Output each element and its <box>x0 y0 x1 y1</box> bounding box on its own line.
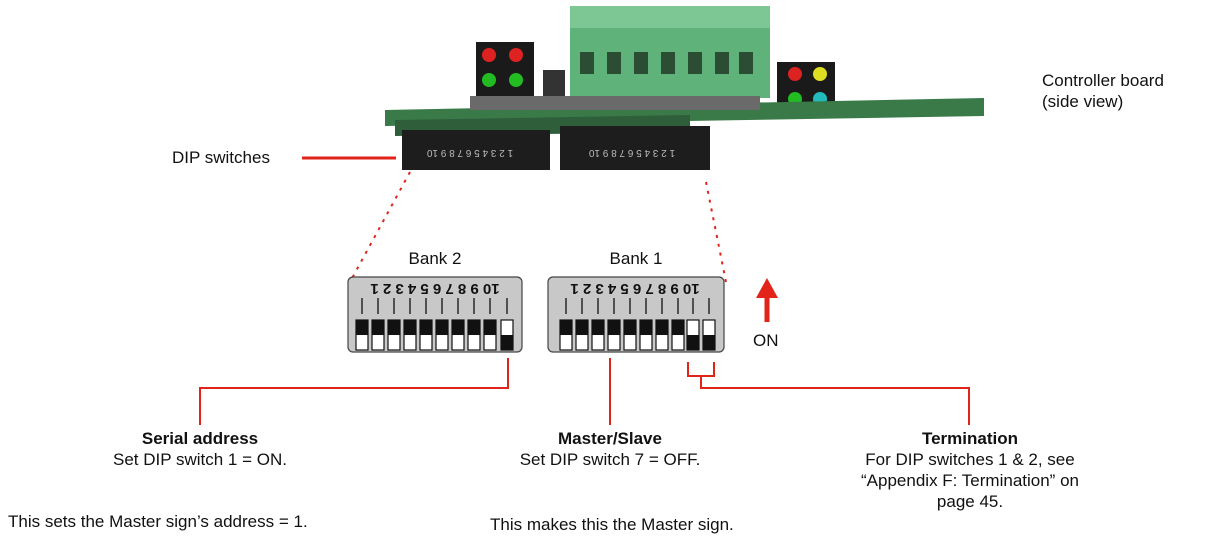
bank2-switch: 10 9 8 7 6 5 4 3 2 1 <box>347 276 523 353</box>
bank1-toggle-knob-4 <box>656 320 668 335</box>
dip-switches-label: DIP switches <box>172 148 270 167</box>
termination-title: Termination <box>921 429 1019 448</box>
zoom-line-left <box>349 171 411 283</box>
bank1-toggle-knob-6 <box>624 320 636 335</box>
bank2-toggle-knob-6 <box>420 320 432 335</box>
bank1-toggle-knob-1 <box>703 335 715 350</box>
bank2-toggle-knob-8 <box>388 320 400 335</box>
termination-line2: “Appendix F: Termination” on <box>861 471 1079 490</box>
bank1-toggle-knob-2 <box>687 335 699 350</box>
bank1-toggle-knob-5 <box>640 320 652 335</box>
master-note: This makes this the Master sign. <box>490 515 734 534</box>
zoom-line-right <box>705 181 727 283</box>
bank2-toggle-knob-3 <box>468 320 480 335</box>
bank1-digits: 10 9 8 7 6 5 4 3 2 1 <box>570 280 699 297</box>
termination-callout: Termination For DIP switches 1 & 2, see … <box>820 428 1120 512</box>
bank2-toggle-knob-9 <box>372 320 384 335</box>
on-arrow-icon <box>756 278 778 322</box>
termination-callout-line <box>700 376 970 425</box>
led-cluster-left <box>476 42 565 104</box>
board-label-line2: (side view) <box>1042 92 1124 111</box>
bank1-switch: 10 9 8 7 6 5 4 3 2 1 <box>547 276 725 353</box>
bank2-toggle-knob-2 <box>484 320 496 335</box>
bank1-toggle-knob-7 <box>608 320 620 335</box>
bank1-toggle-knob-8 <box>592 320 604 335</box>
termination-line3: page 45. <box>936 492 1004 511</box>
bank2-toggle-knob-5 <box>436 320 448 335</box>
bank2-toggle-knob-7 <box>404 320 416 335</box>
terminal-block <box>570 6 770 98</box>
bank2-toggle-knob-10 <box>356 320 368 335</box>
bank1-title: Bank 1 <box>609 249 663 268</box>
bank1-toggle-knob-3 <box>672 320 684 335</box>
bank2-toggle-knob-1 <box>501 335 513 350</box>
serial-callout: Serial address Set DIP switch 1 = ON. <box>80 428 320 470</box>
serial-note: This sets the Master sign’s address = 1. <box>8 512 308 531</box>
board-label-line1: Controller board <box>1042 71 1164 90</box>
serial-callout-line <box>199 358 509 425</box>
master-title: Master/Slave <box>558 429 662 448</box>
svg-text:1 2 3 4 5 6 7 8 9 10: 1 2 3 4 5 6 7 8 9 10 <box>588 147 675 158</box>
bank2-title: Bank 2 <box>408 249 462 268</box>
bank2-digits: 10 9 8 7 6 5 4 3 2 1 <box>370 280 499 297</box>
on-label: ON <box>753 331 779 350</box>
serial-title: Serial address <box>141 429 259 448</box>
master-callout: Master/Slave Set DIP switch 7 = OFF. <box>490 428 730 470</box>
bank2-toggle-knob-4 <box>452 320 464 335</box>
termination-bracket <box>687 362 715 377</box>
serial-line1: Set DIP switch 1 = ON. <box>112 450 287 469</box>
board-label: Controller board (side view) <box>1042 70 1202 112</box>
svg-text:1 2 3 4 5 6 7 8 9 10: 1 2 3 4 5 6 7 8 9 10 <box>426 147 513 158</box>
master-line1: Set DIP switch 7 = OFF. <box>519 450 701 469</box>
termination-line1: For DIP switches 1 & 2, see <box>865 450 1075 469</box>
bank1-toggle-knob-10 <box>560 320 572 335</box>
dip-switch-photo: 1 2 3 4 5 6 7 8 9 10 1 2 3 4 5 6 7 8 9 1… <box>402 126 710 170</box>
bank1-toggle-knob-9 <box>576 320 588 335</box>
